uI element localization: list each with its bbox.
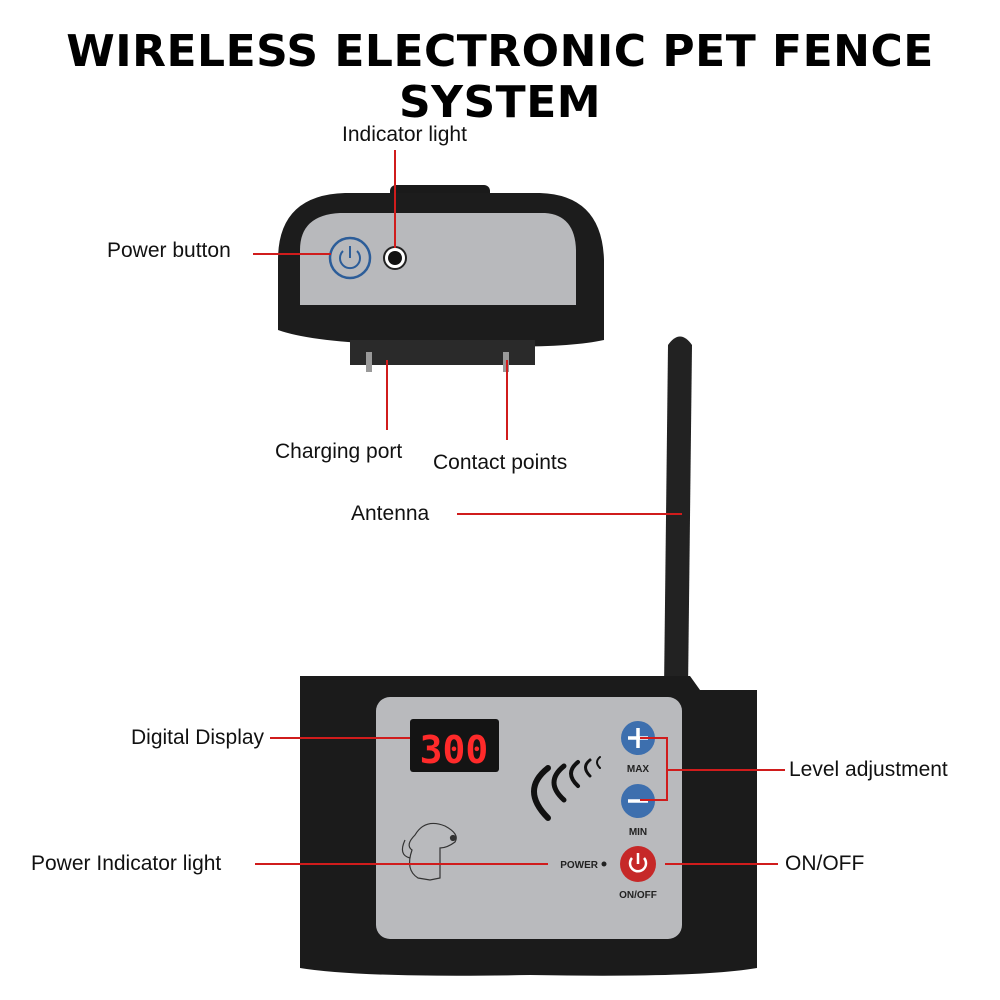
label-power-button: Power button — [107, 239, 231, 262]
min-label: MIN — [629, 827, 647, 838]
power-indicator-led — [601, 861, 607, 867]
dog-icon — [401, 822, 457, 881]
signal-waves-icon — [531, 756, 601, 821]
power-label: POWER — [560, 860, 599, 871]
collar-receiver — [278, 185, 604, 372]
leader-lines — [253, 150, 785, 865]
label-antenna: Antenna — [351, 502, 430, 525]
power-button-icon — [328, 236, 372, 280]
label-contact-points: Contact points — [433, 451, 568, 474]
display-digits: 300 — [420, 728, 489, 772]
label-digital-display: Digital Display — [131, 726, 265, 749]
base-transmitter — [300, 676, 757, 976]
label-charging-port: Charging port — [275, 440, 403, 463]
label-level-adjustment: Level adjustment — [789, 758, 948, 781]
label-on-off: ON/OFF — [785, 852, 865, 875]
label-power-indicator-light: Power Indicator light — [31, 852, 222, 875]
digital-display — [410, 719, 499, 772]
charging-port-icon — [366, 352, 372, 372]
onoff-label: ON/OFF — [619, 890, 657, 901]
max-label: MAX — [627, 764, 650, 775]
page-title: WIRELESS ELECTRONIC PET FENCE SYSTEM — [66, 26, 934, 128]
label-indicator-light: Indicator light — [342, 123, 467, 146]
